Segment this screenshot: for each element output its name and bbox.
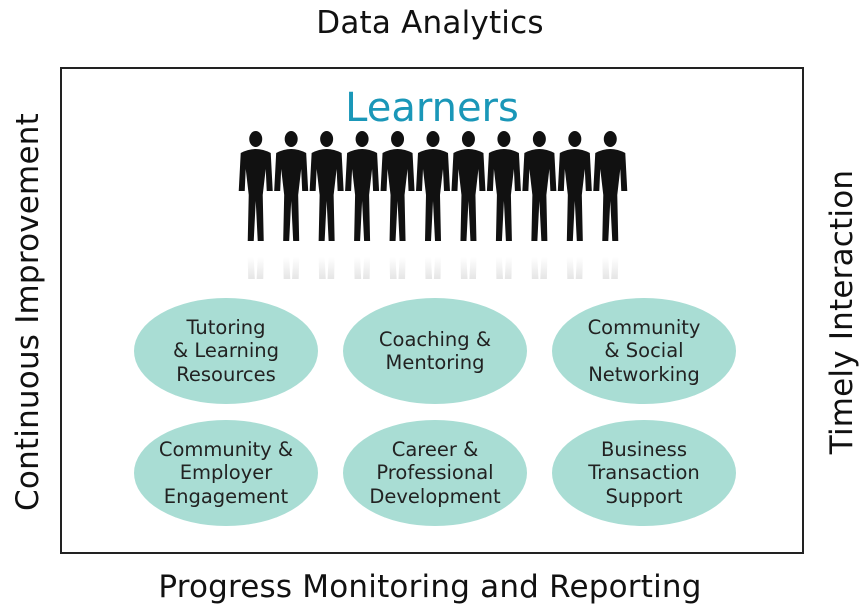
person-reflection bbox=[389, 257, 406, 279]
person-reflection bbox=[247, 257, 264, 279]
person-reflection bbox=[460, 257, 477, 279]
service-label: Tutoring & Learning Resources bbox=[172, 315, 280, 386]
person-reflection bbox=[283, 257, 300, 279]
service-label: Business Transaction Support bbox=[588, 437, 700, 508]
service-label: Community & Employer Engagement bbox=[158, 437, 294, 508]
service-oval-business-support: Business Transaction Support bbox=[552, 420, 736, 526]
person-silhouette bbox=[557, 131, 592, 241]
person-reflection bbox=[531, 257, 548, 279]
person-silhouette bbox=[593, 131, 628, 241]
service-oval-employer-engagement: Community & Employer Engagement bbox=[134, 420, 318, 526]
service-label: Coaching & Mentoring bbox=[378, 327, 492, 375]
service-label: Career & Professional Development bbox=[369, 437, 501, 508]
learners-silhouette-image bbox=[238, 131, 628, 279]
person-silhouette bbox=[238, 131, 273, 241]
person-reflection bbox=[425, 257, 441, 279]
person-silhouette bbox=[486, 131, 521, 241]
person-silhouette bbox=[309, 131, 344, 241]
left-edge-label: Continuous Improvement bbox=[10, 113, 46, 511]
person-silhouette bbox=[274, 131, 309, 241]
right-edge-label: Timely Interaction bbox=[824, 169, 860, 455]
person-reflection bbox=[602, 257, 619, 279]
person-reflection bbox=[354, 257, 371, 279]
service-oval-tutoring: Tutoring & Learning Resources bbox=[134, 298, 318, 404]
service-oval-career-development: Career & Professional Development bbox=[343, 420, 527, 526]
center-title: Learners bbox=[345, 85, 519, 131]
person-silhouette bbox=[522, 131, 557, 241]
top-edge-label: Data Analytics bbox=[316, 5, 544, 41]
person-reflection bbox=[495, 257, 512, 279]
person-silhouette bbox=[345, 131, 380, 241]
person-silhouette bbox=[380, 131, 415, 241]
service-oval-coaching: Coaching & Mentoring bbox=[343, 298, 527, 404]
person-silhouette bbox=[451, 131, 486, 241]
service-label: Community & Social Networking bbox=[587, 315, 701, 386]
person-reflection bbox=[318, 257, 335, 279]
person-reflection bbox=[566, 257, 583, 279]
service-oval-social-networking: Community & Social Networking bbox=[552, 298, 736, 404]
bottom-edge-label: Progress Monitoring and Reporting bbox=[158, 569, 702, 605]
learner-frame: Learners Tutoring & Learning Resources C… bbox=[60, 67, 804, 554]
person-silhouette bbox=[416, 131, 450, 241]
